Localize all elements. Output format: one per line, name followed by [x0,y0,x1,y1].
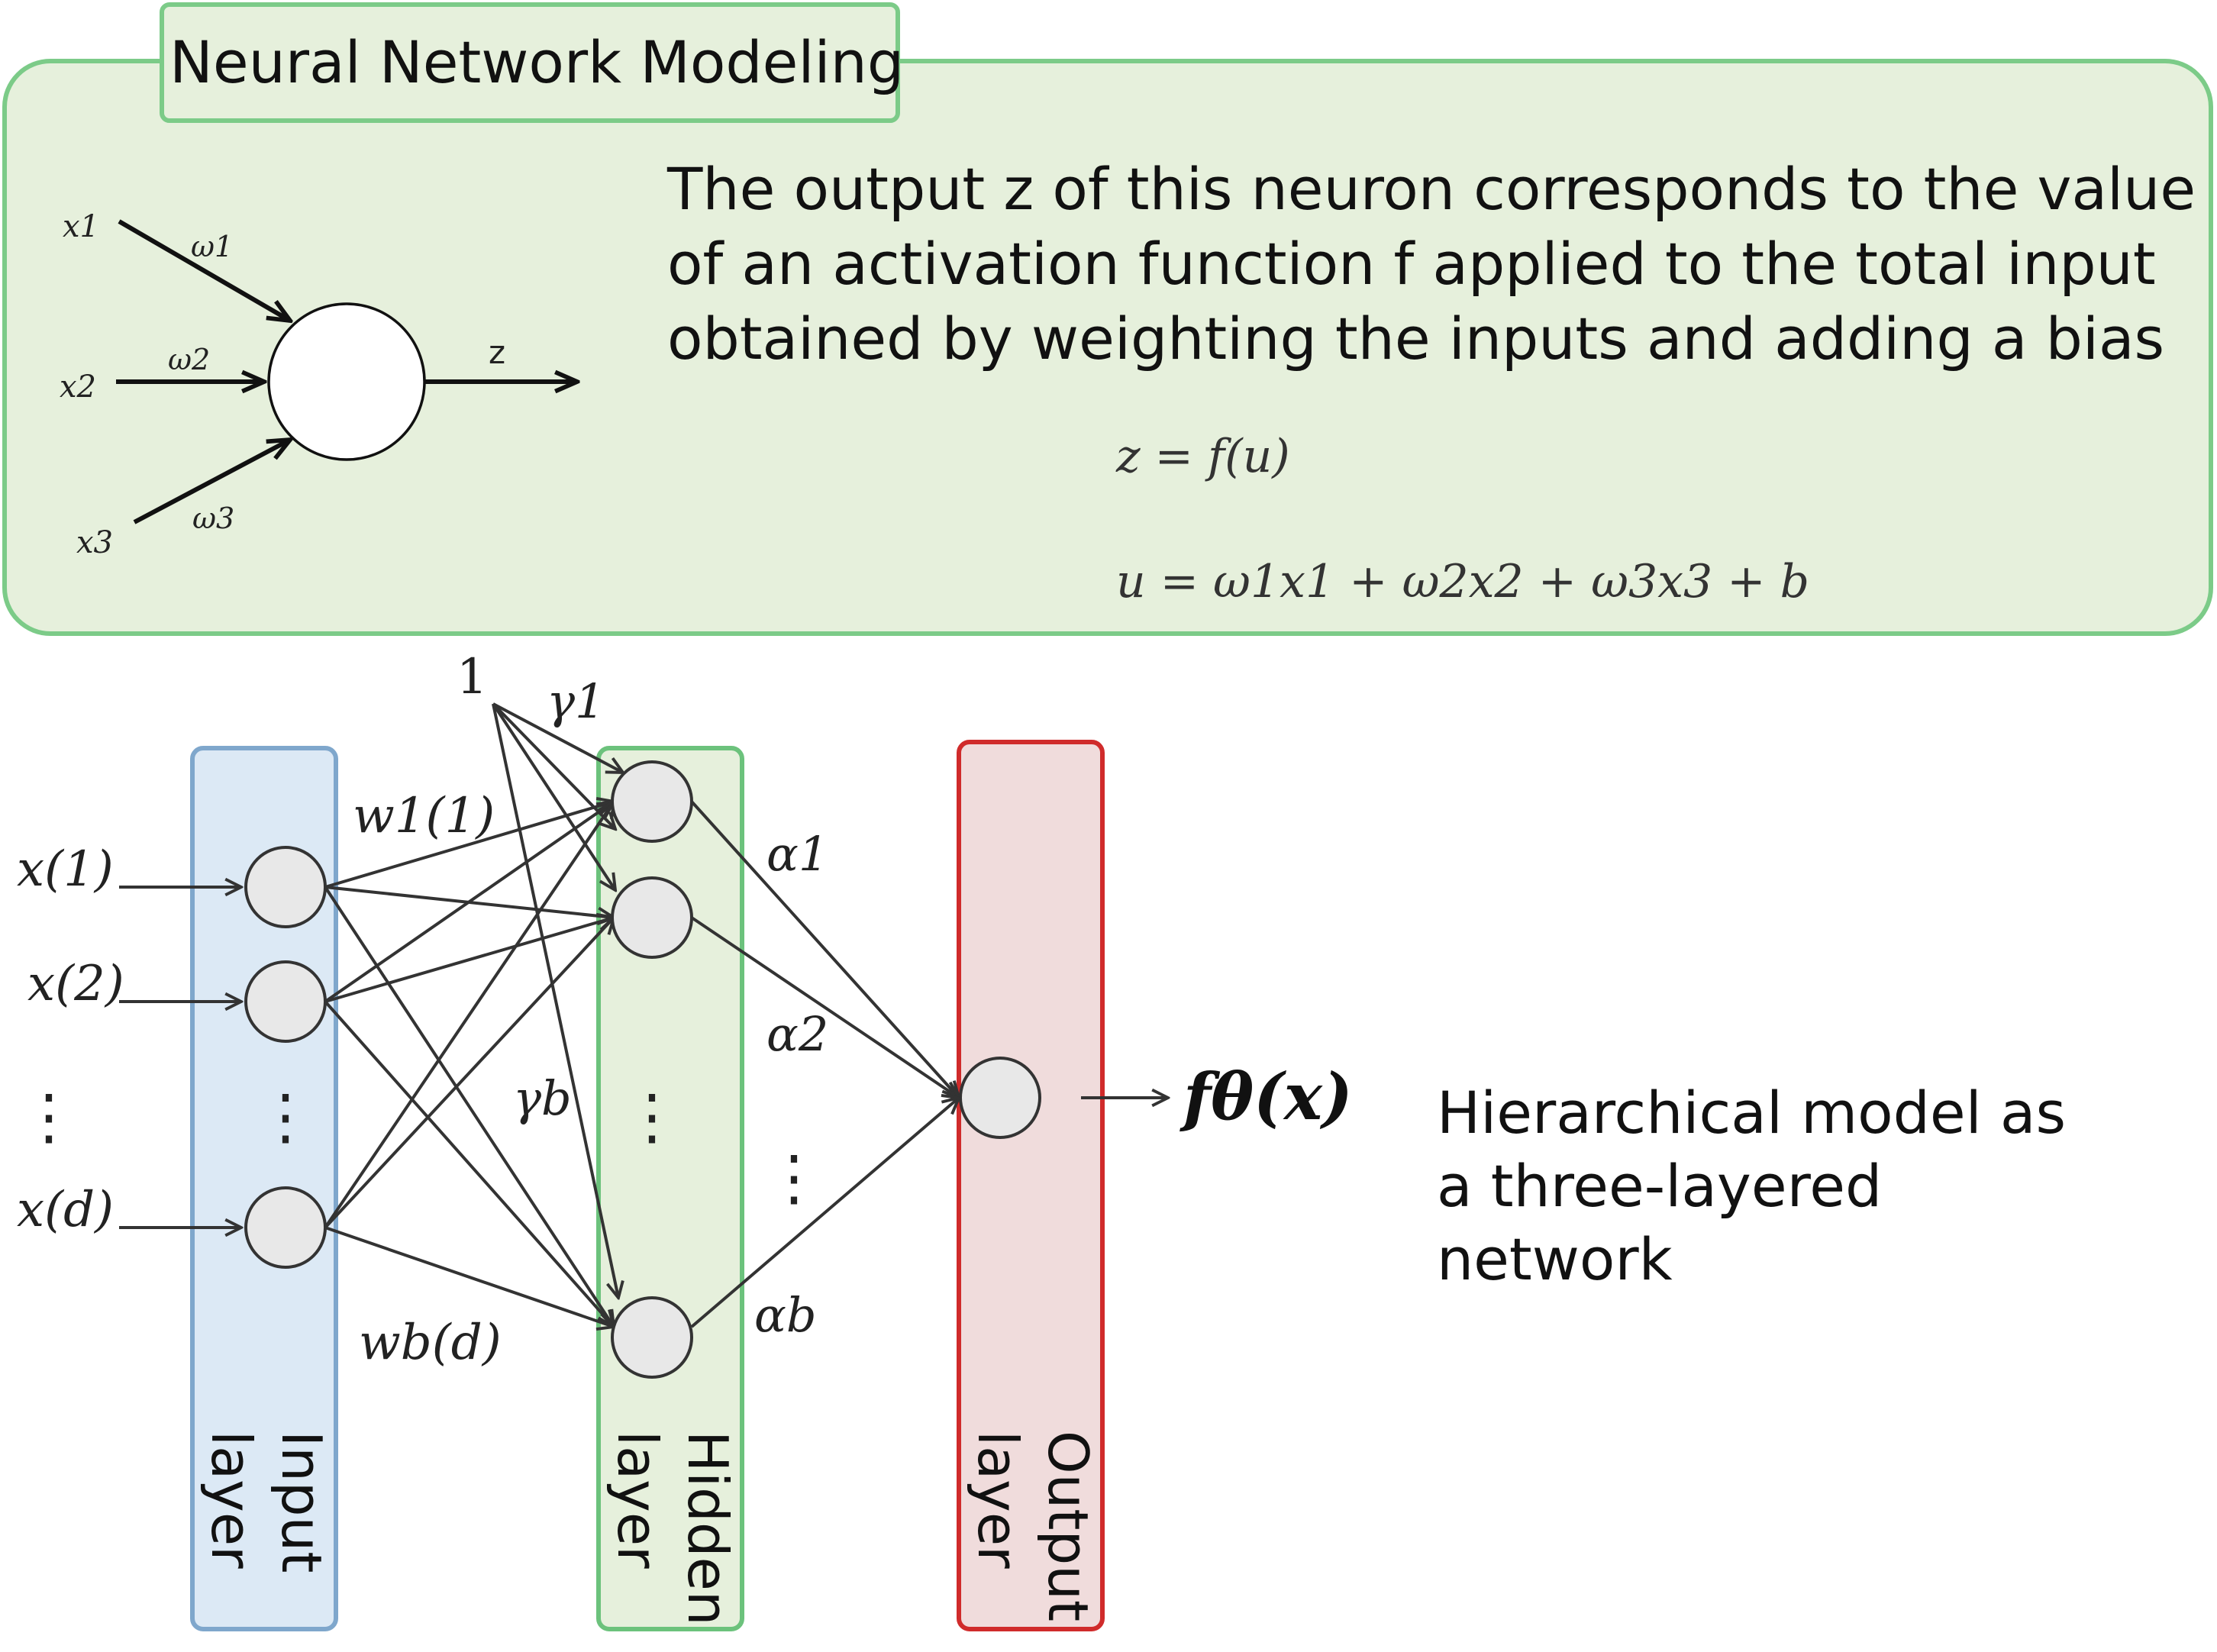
z-label: z [489,334,505,371]
edge [690,1098,959,1328]
hidden-node-1 [611,760,693,843]
description-line-1: The output z of this neuron corresponds … [666,155,2196,223]
output-layer-label-1: Output [1036,1431,1100,1621]
description-line-2: of an activation function f applied to t… [667,230,2156,298]
input-node-2 [244,960,327,1043]
edge [690,800,959,1098]
input-layer-label-1: Input [269,1431,334,1573]
edge [324,886,614,1327]
network-caption-line-1: Hierarchical model as [1437,1079,2066,1147]
input-layer-label-2: layer [199,1431,263,1569]
edge [690,916,959,1098]
edge [324,1000,614,1327]
hidden-node-ellipsis: ⋮ [621,1081,683,1152]
hidden-layer-label-1: Hidden [676,1431,740,1625]
output-layer-box [957,740,1105,1631]
bias-edge [492,702,615,890]
input-ellipsis: ⋮ [18,1081,79,1152]
bias-node-label: 1 [457,649,488,705]
x3-label: x3 [76,525,113,560]
neuron-circle [267,302,426,461]
alpha-ellipsis: ⋮ [763,1142,825,1213]
weight-label-wb: wb(d) [359,1315,502,1371]
equation-u: u = ω1x1 + ω2x2 + ω3x3 + b [1116,555,1809,608]
input-label-x1: x(1) [17,841,114,898]
input-node-ellipsis: ⋮ [255,1081,316,1152]
panel-title: Neural Network Modeling [169,28,904,96]
weight-label-w1: w1(1) [353,788,495,844]
gammab-label: γb [513,1070,572,1126]
input-node-d [244,1186,327,1269]
w1-label: ω1 [191,230,233,263]
three-layer-network: Input layer Hidden layer Output layer [17,649,2066,1631]
alpha2-label: α2 [766,1006,828,1062]
hidden-output-connections [690,800,1168,1328]
w2-label: ω2 [168,343,210,376]
alpha1-label: α1 [766,826,828,882]
input-label-x2: x(2) [27,956,124,1012]
alphab-label: αb [754,1287,817,1343]
x2-label: x2 [60,369,96,405]
edge [324,802,614,1229]
hidden-layer-label-2: layer [605,1431,670,1569]
input-arrow-1 [118,219,290,321]
output-layer-label-2: layer [966,1431,1030,1569]
panel-title-box [160,2,900,123]
input-hidden-connections [324,702,623,1327]
input-label-xd: x(d) [17,1182,114,1238]
gamma1-label: γ1 [547,673,605,729]
output-function-label: fθ(x) [1179,1059,1353,1134]
w3-label: ω3 [192,502,234,535]
edge [324,802,614,1003]
edge [324,1226,614,1327]
single-neuron-diagram: x1 x2 x3 ω1 ω2 ω3 z [60,209,577,560]
input-node-1 [244,846,327,928]
hidden-layer-box [596,746,744,1631]
hidden-node-b [611,1296,693,1379]
equation-z: z = f(u) [1115,430,1290,483]
input-arrow-3 [133,440,290,524]
x1-label: x1 [63,209,99,244]
bias-edge [492,702,615,829]
bias-edge [492,702,623,773]
panel-box [2,59,2213,636]
network-caption-line-2: a three-layered [1437,1152,1882,1220]
bias-edge [492,703,618,1298]
edge [324,918,614,1229]
description-line-3: obtained by weighting the inputs and add… [667,305,2164,373]
top-panel: Neural Network Modeling x1 x2 x3 ω1 ω2 ω… [2,2,2213,636]
nodes [244,760,1041,1379]
edge [324,918,614,1003]
output-node [959,1057,1041,1139]
network-caption-line-3: network [1437,1225,1673,1293]
hidden-node-2 [611,876,693,959]
